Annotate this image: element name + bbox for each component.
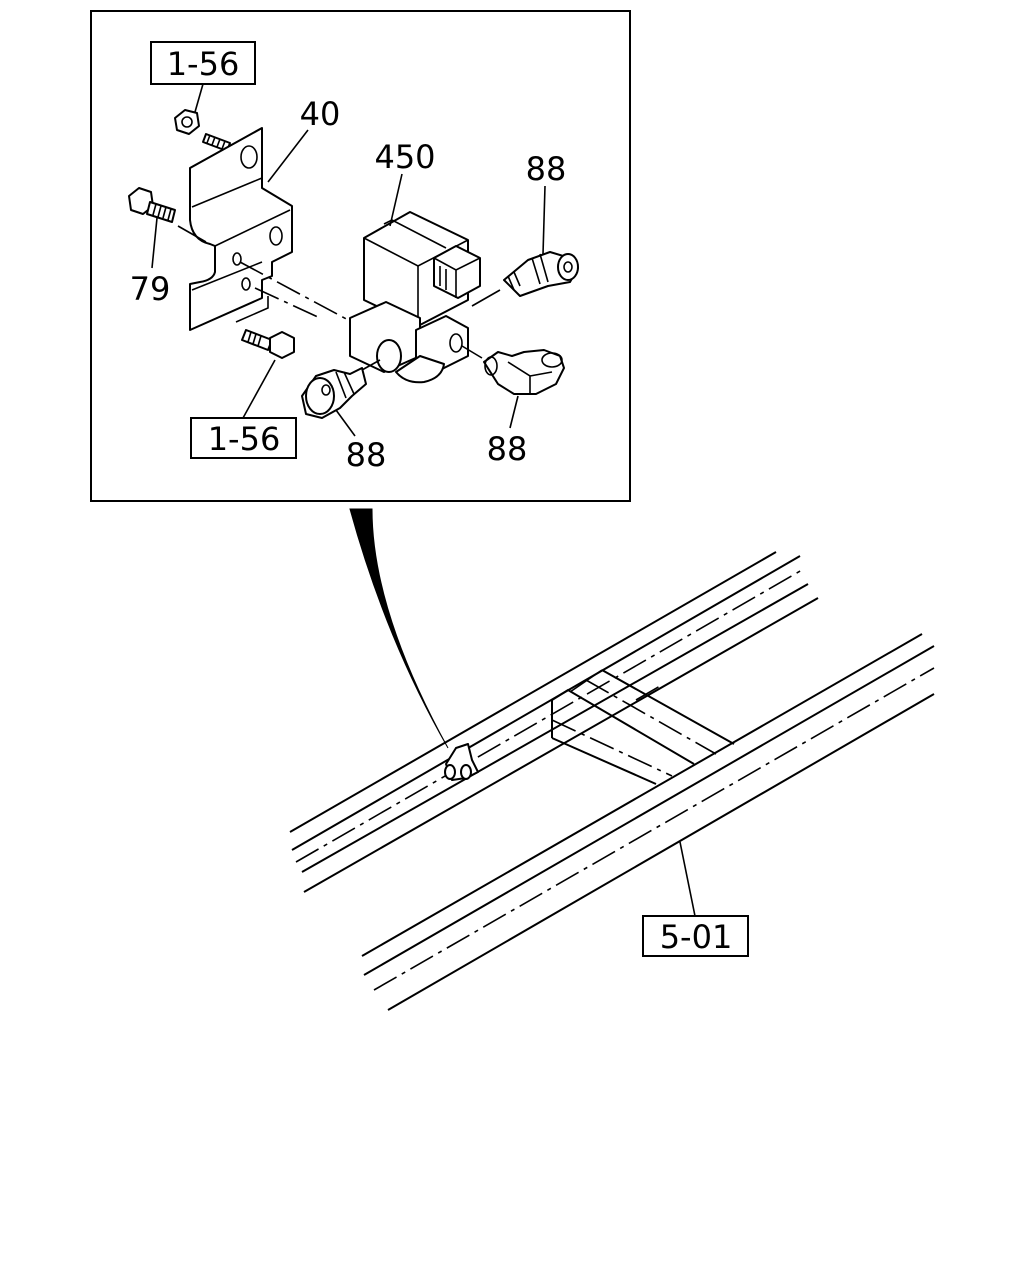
solenoid-valve-part bbox=[349, 211, 481, 384]
ref-bottom-label: 1-56 bbox=[208, 420, 281, 458]
fitting-88-left-part bbox=[301, 359, 381, 419]
leader-ref-bottom bbox=[242, 359, 276, 419]
chassis-frame bbox=[289, 551, 935, 1011]
ref-box-bottom[interactable]: 1-56 bbox=[190, 417, 297, 459]
part-40-label: 40 bbox=[300, 95, 341, 133]
part-88-top-label: 88 bbox=[526, 150, 567, 188]
fitting-88-top-part bbox=[503, 251, 579, 297]
leader-450 bbox=[389, 173, 403, 227]
leader-40 bbox=[267, 129, 309, 183]
ref-top-label: 1-56 bbox=[167, 45, 240, 83]
part-88-left-label: 88 bbox=[346, 436, 387, 474]
leader-ref-top bbox=[194, 83, 204, 113]
leader-88-right bbox=[509, 395, 519, 429]
ref-box-frame[interactable]: 5-01 bbox=[642, 915, 749, 957]
ref-box-top[interactable]: 1-56 bbox=[150, 41, 256, 85]
leader-79-to-bracket bbox=[177, 225, 207, 243]
valve-location-marker bbox=[444, 743, 479, 781]
alignment-line-lower bbox=[254, 287, 321, 319]
alignment-line-upper bbox=[239, 261, 353, 323]
part-79-label: 79 bbox=[130, 270, 171, 308]
part-450-label: 450 bbox=[374, 138, 435, 176]
bracket-part bbox=[189, 127, 293, 331]
part-88-right-label: 88 bbox=[487, 430, 528, 468]
bolt-79-part bbox=[128, 187, 176, 223]
leader-88-top-to-valve bbox=[471, 289, 501, 307]
nut-part bbox=[174, 109, 200, 135]
leader-88-top bbox=[542, 185, 546, 255]
location-pointer bbox=[349, 508, 449, 749]
leader-79 bbox=[151, 217, 158, 269]
bolt-lower-part bbox=[235, 296, 295, 359]
fitting-88-right-part bbox=[461, 345, 565, 395]
leader-ref-frame bbox=[679, 841, 696, 917]
ref-frame-label: 5-01 bbox=[660, 918, 733, 956]
leader-88-left bbox=[335, 409, 356, 437]
inset-frame bbox=[90, 10, 631, 502]
